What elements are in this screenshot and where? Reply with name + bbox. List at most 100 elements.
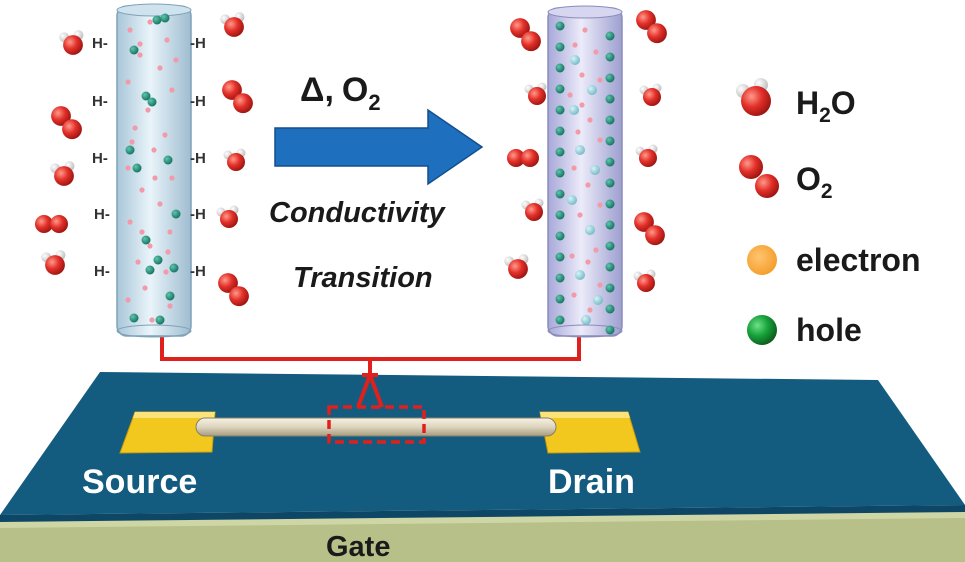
- electron-dot: [571, 165, 577, 171]
- caption-line-1: Conductivity: [269, 197, 446, 229]
- oxygen-molecule: [634, 212, 665, 246]
- water-molecule: [639, 83, 662, 106]
- hole-dot: [153, 255, 163, 265]
- electron-dot: [147, 243, 153, 249]
- hole-dot: [569, 105, 579, 115]
- oxygen-atom: [636, 10, 656, 30]
- oxygen-atom: [634, 212, 654, 232]
- hole-dot: [555, 42, 565, 52]
- electron-dot: [132, 125, 138, 131]
- hole-dot: [555, 126, 565, 136]
- water-molecule: [223, 148, 246, 171]
- water-molecule: [635, 144, 658, 167]
- hole-dot: [570, 55, 580, 65]
- legend-o2: O2: [796, 161, 833, 203]
- oxygen-molecule: [510, 18, 541, 52]
- electron-dot: [579, 102, 585, 108]
- hole-dot: [590, 165, 600, 175]
- electron-dot: [162, 132, 168, 138]
- oxygen-atom: [50, 215, 68, 233]
- water-molecule: [524, 82, 547, 105]
- water-molecule: [41, 250, 66, 275]
- electron-dot: [585, 182, 591, 188]
- electron-dot: [587, 307, 593, 313]
- hole-dot: [605, 157, 615, 167]
- water-molecule: [59, 30, 84, 55]
- h-atom: -H: [190, 206, 206, 223]
- electron-dot: [125, 165, 131, 171]
- hole-dot: [145, 265, 155, 275]
- electron-dot: [593, 247, 599, 253]
- water-molecule: [504, 254, 529, 279]
- oxygen-atom: [521, 31, 541, 52]
- electron-dot: [593, 49, 599, 55]
- hole-dot: [169, 263, 179, 273]
- h-atom: -H: [190, 150, 206, 167]
- oxygen-atom: [647, 23, 667, 44]
- hole-dot: [147, 97, 157, 107]
- electron-dot: [587, 117, 593, 123]
- hole-dot: [605, 52, 615, 62]
- o2-subscript: 2: [368, 90, 380, 115]
- hole-dot: [163, 155, 173, 165]
- oxygen-atom: [218, 273, 238, 293]
- h-atom: -H: [190, 93, 206, 110]
- electron-dot: [597, 137, 603, 143]
- oxygen-molecule: [218, 273, 249, 307]
- electron-dot: [127, 27, 133, 33]
- oxygen-atom: [508, 259, 528, 279]
- hole-dot: [605, 115, 615, 125]
- oxygen-atom: [637, 274, 655, 292]
- h-atom: -H: [190, 263, 206, 280]
- water-molecule: [220, 12, 245, 37]
- hole-dot: [141, 235, 151, 245]
- hole-dot: [605, 94, 615, 104]
- electron-dot: [597, 282, 603, 288]
- oxygen-atom: [521, 149, 539, 167]
- legend-electron: electron: [796, 242, 920, 278]
- substrate: [0, 372, 965, 515]
- electron-dot: [169, 87, 175, 93]
- electron-dot: [139, 229, 145, 235]
- h-atom: H-: [92, 93, 108, 110]
- hole-dot: [555, 105, 565, 115]
- hole-dot: [141, 91, 151, 101]
- surface-hydrogen: H- H- H- H- H- -H -H -H -H -H: [92, 35, 206, 280]
- oxygen-atom: [222, 80, 242, 100]
- electron-dot: [571, 292, 577, 298]
- hole-dot: [129, 313, 139, 323]
- right-arrow-icon: [274, 108, 484, 186]
- hole-dot: [555, 63, 565, 73]
- electron-icon: [747, 245, 777, 275]
- hole-dot: [605, 73, 615, 83]
- electron-dot: [137, 41, 143, 47]
- water-molecule: [216, 205, 239, 228]
- hole-dot: [125, 145, 135, 155]
- hole-dot: [555, 84, 565, 94]
- h-atom: H-: [92, 35, 108, 52]
- nanowire-after: [547, 5, 623, 338]
- hole-dot: [593, 295, 603, 305]
- heat-symbol: Δ,: [300, 71, 334, 109]
- h-atom: H-: [92, 150, 108, 167]
- legend-h2o-base: H: [796, 85, 819, 121]
- electron-dot: [164, 37, 170, 43]
- electron-dot: [567, 92, 573, 98]
- water-molecule: [50, 161, 75, 186]
- oxygen-atom: [51, 106, 71, 126]
- drain-electrode: [539, 411, 641, 454]
- hole-dot: [605, 178, 615, 188]
- legend-hole: hole: [796, 312, 862, 348]
- hole-dot: [605, 262, 615, 272]
- electron-dot: [129, 139, 135, 145]
- hole-dot: [605, 199, 615, 209]
- electron-dot: [145, 107, 151, 113]
- oxygen-molecule: [35, 215, 68, 233]
- hole-dot: [129, 45, 139, 55]
- legend-h2o-tail: O: [831, 85, 856, 121]
- hole-dot: [555, 294, 565, 304]
- electron-dot: [169, 175, 175, 181]
- h-atom: -H: [190, 35, 206, 52]
- hole-dot: [152, 15, 162, 25]
- oxygen-atom: [643, 88, 661, 106]
